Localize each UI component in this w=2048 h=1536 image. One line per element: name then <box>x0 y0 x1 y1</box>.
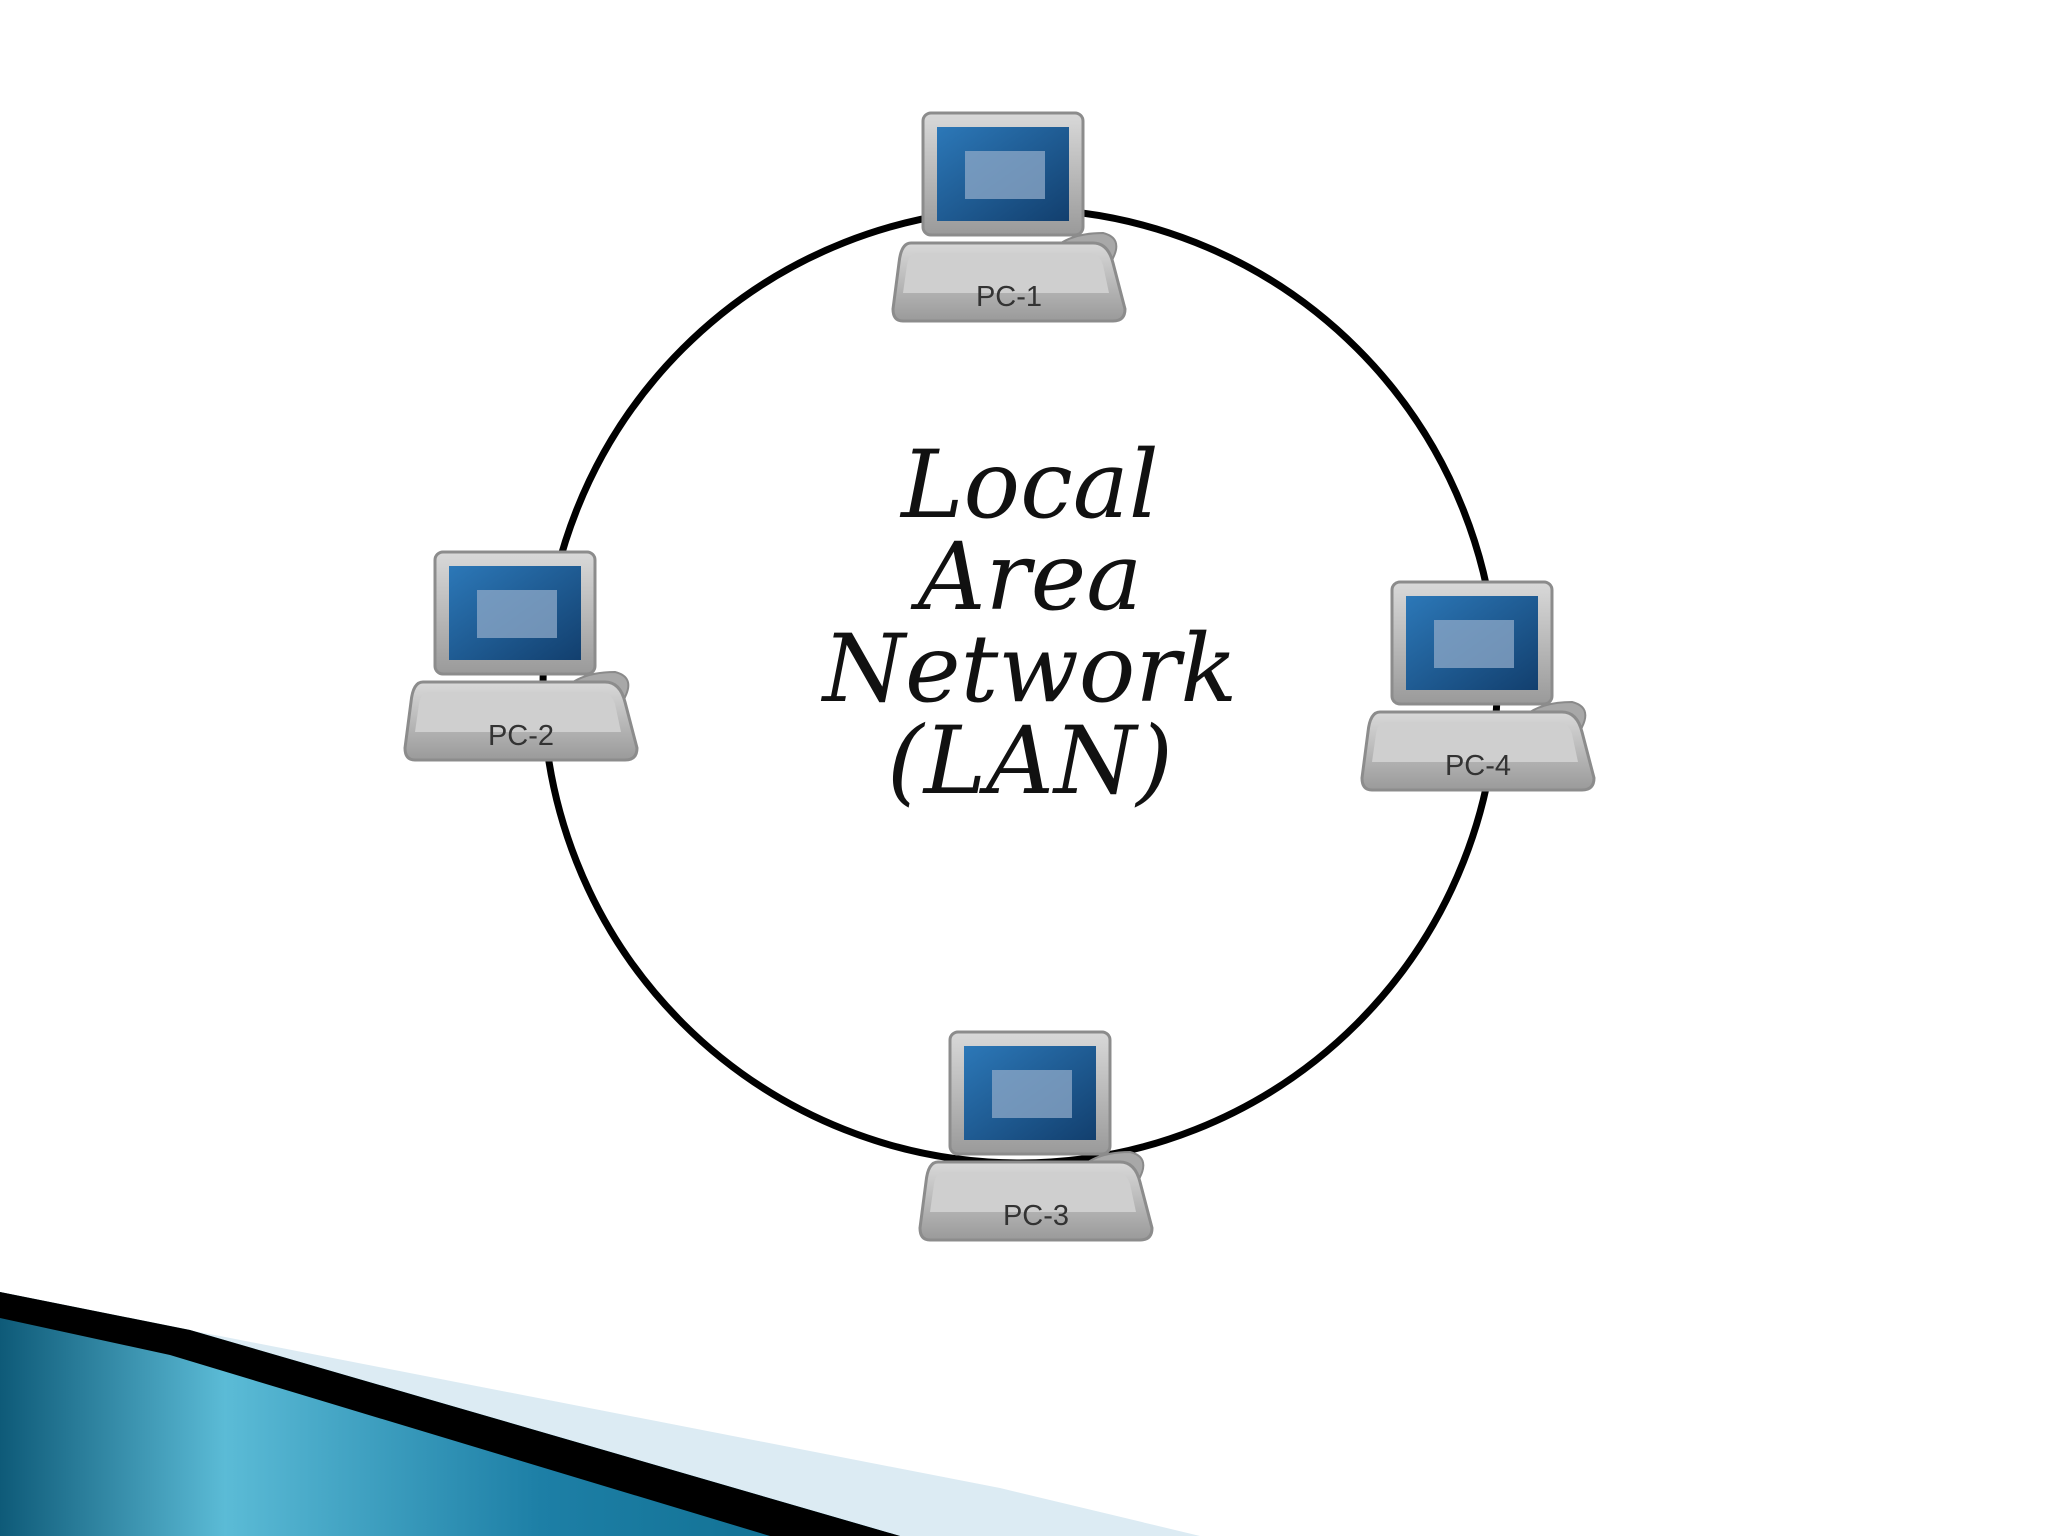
pc-2-label: PC-2 <box>488 720 554 752</box>
pc-1-node[interactable]: PC-1 <box>891 111 1127 323</box>
title-line-1: Local <box>901 431 1159 540</box>
diagram-title: Local Area Network (LAN) <box>770 431 1290 816</box>
title-line-4: (LAN) <box>887 707 1173 816</box>
title-line-2: Area <box>917 523 1143 632</box>
title-line-3: Network <box>822 615 1238 724</box>
decorative-banner <box>0 1292 1200 1536</box>
pc-1-label: PC-1 <box>976 281 1042 313</box>
pc-4-label: PC-4 <box>1445 750 1511 782</box>
pc-3-label: PC-3 <box>1003 1200 1069 1232</box>
pc-3-node[interactable]: PC-3 <box>918 1030 1154 1242</box>
pc-2-node[interactable]: PC-2 <box>403 550 639 762</box>
pc-4-node[interactable]: PC-4 <box>1360 580 1596 792</box>
